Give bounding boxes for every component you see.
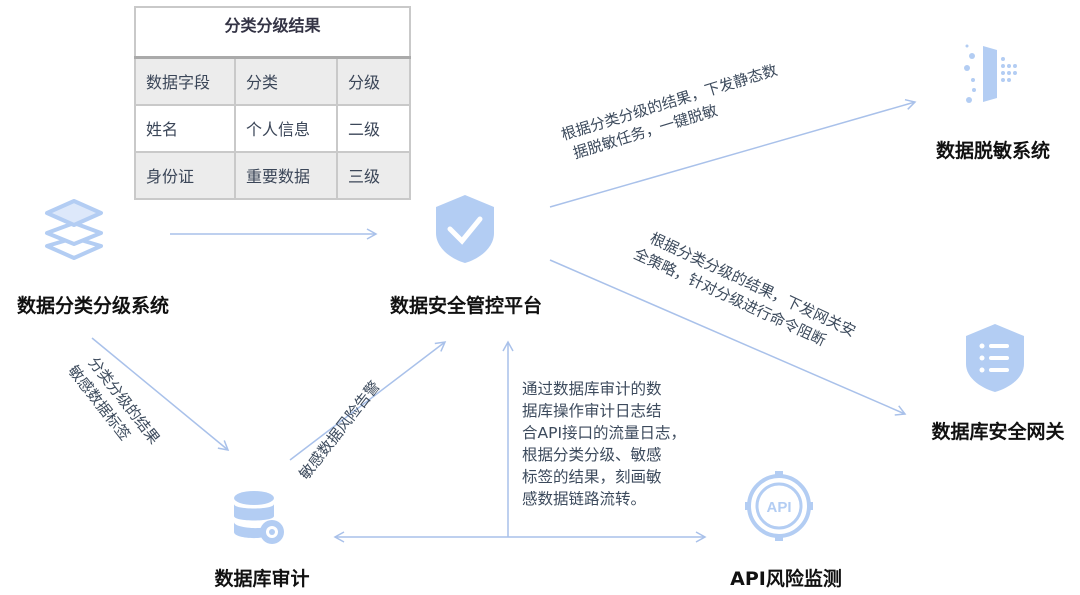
node-security-platform: 数据安全管控平台 — [389, 295, 543, 317]
desensitization-icon — [964, 44, 1017, 103]
arrow-platform-to-desensitization — [549, 98, 917, 208]
description-line: 标签的结果，刻画敏 — [522, 468, 662, 486]
arrow-platform-to-gateway — [549, 259, 907, 416]
audit-api-description: 通过数据库审计的数 据库操作审计日志结 合API接口的流量日志， 根据分类分级、… — [522, 378, 686, 510]
header-cell: 分级 — [336, 56, 411, 106]
table-row: 姓名 个人信息 二级 — [134, 104, 411, 153]
table-title: 分类分级结果 — [134, 6, 411, 59]
table-cell: 个人信息 — [234, 104, 338, 153]
table-cell: 重要数据 — [234, 151, 338, 200]
node-desensitization-system: 数据脱敏系统 — [935, 140, 1051, 162]
description-line: 通过数据库审计的数 — [522, 380, 662, 398]
node-db-audit: 数据库审计 — [214, 568, 310, 590]
node-classification-system: 数据分类分级系统 — [16, 295, 170, 317]
table-cell: 姓名 — [134, 104, 236, 153]
header-cell: 数据字段 — [134, 56, 236, 106]
arrow-db-audit-to-platform — [289, 341, 447, 461]
layers-icon — [45, 199, 103, 260]
database-eye-icon — [234, 491, 284, 544]
table-header-row: 数据字段 分类 分级 — [134, 56, 411, 106]
description-line: 感数据链路流转。 — [522, 490, 647, 508]
description-line: 合API接口的流量日志， — [522, 424, 687, 442]
table-cell: 二级 — [336, 104, 411, 153]
api-gear-icon: API — [745, 471, 813, 541]
table-cell: 三级 — [336, 151, 411, 200]
table-cell: 身份证 — [134, 151, 236, 200]
description-line: 根据分类分级、敏感 — [522, 446, 662, 464]
node-db-security-gateway: 数据库安全网关 — [931, 421, 1065, 443]
api-icon-text: API — [766, 499, 791, 516]
description-line: 据库操作审计日志结 — [522, 402, 662, 420]
gateway-shield-list-icon — [966, 324, 1024, 392]
arrow-classification-to-db-audit — [91, 337, 230, 451]
classification-result-table: 分类分级结果 数据字段 分类 分级 姓名 个人信息 二级 身份证 重要数据 三级 — [134, 6, 411, 200]
header-cell: 分类 — [234, 56, 338, 106]
shield-check-icon — [436, 195, 494, 263]
table-row: 身份证 重要数据 三级 — [134, 151, 411, 200]
node-api-risk-monitor: API风险监测 — [730, 568, 842, 590]
